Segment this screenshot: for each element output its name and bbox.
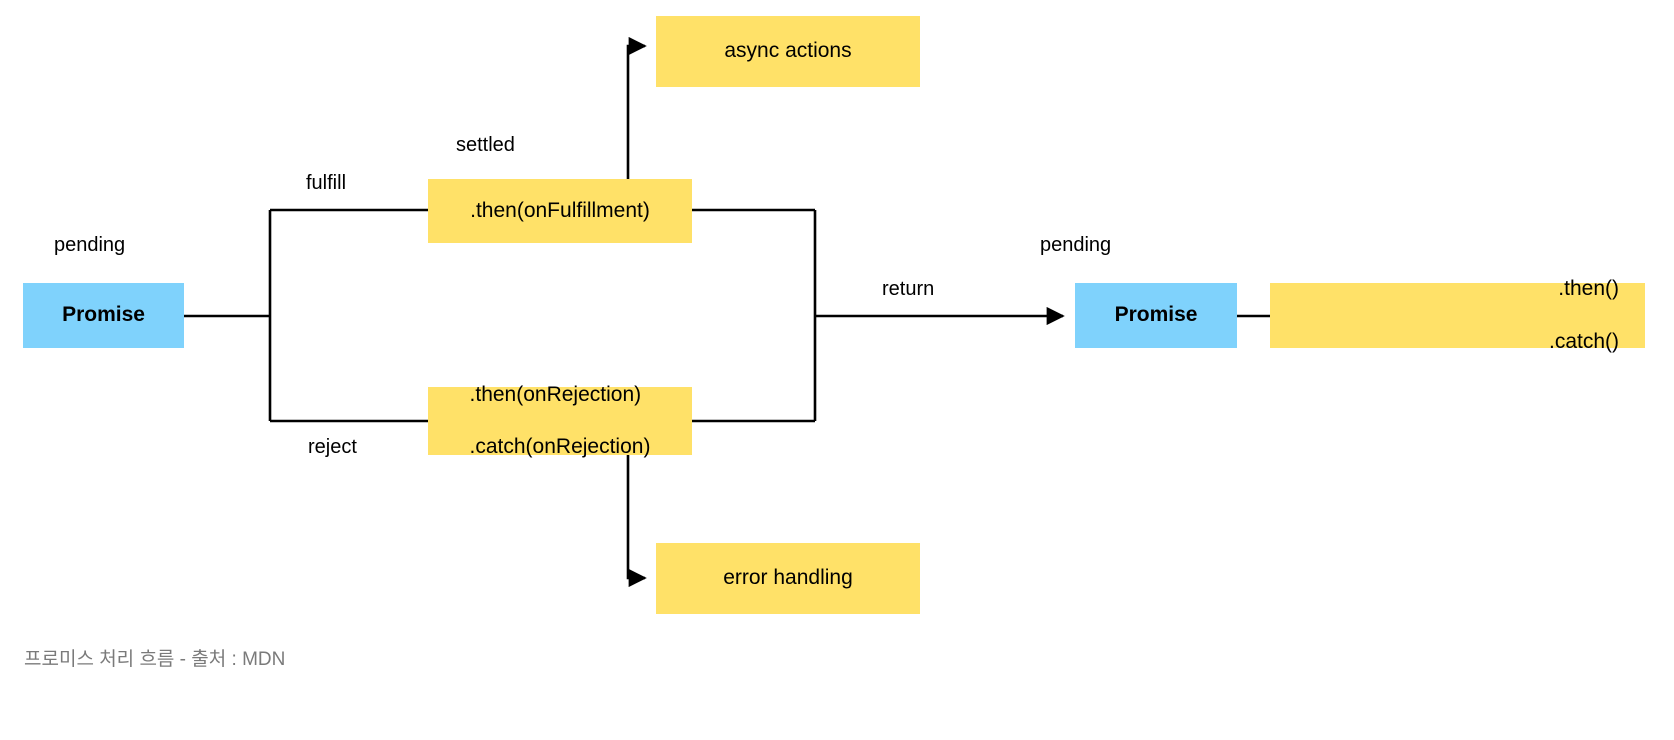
edge-to-async-actions [626,36,647,185]
node-then-catch-onrejection[interactable]: .then(onRejection) .catch(onRejection) [428,383,692,458]
node-promise-initial[interactable]: Promise [23,283,184,348]
node-then-catch-onrejection-line1: .then(onRejection) [469,382,642,406]
edge-label-fulfill: fulfill [306,172,347,194]
node-then-catch-line2: .catch() [1548,329,1619,353]
node-promise-returned[interactable]: Promise [1075,283,1237,348]
state-label-settled: settled [456,134,515,156]
diagram-caption: 프로미스 처리 흐름 - 출처 : MDN [24,649,286,670]
edge-label-reject: reject [308,436,357,458]
state-label-pending-left: pending [54,234,126,256]
node-then-onfulfillment[interactable]: .then(onFulfillment) [428,179,692,243]
node-then-catch-line1: .then() [1558,277,1619,301]
node-then-catch-onrejection-text: .then(onRejection) .catch(onRejection) [470,355,651,486]
node-then-catch-text: .then() .catch() [1549,250,1619,381]
node-then-catch-onrejection-line2: .catch(onRejection) [469,435,651,459]
node-error-handling[interactable]: error handling [656,543,920,614]
node-then-catch[interactable]: .then() .catch() [1270,277,1645,353]
edge-label-return: return [882,278,935,300]
state-label-pending-right: pending [1040,234,1112,256]
edge-to-error-handling [626,455,647,588]
node-async-actions[interactable]: async actions [656,16,920,87]
